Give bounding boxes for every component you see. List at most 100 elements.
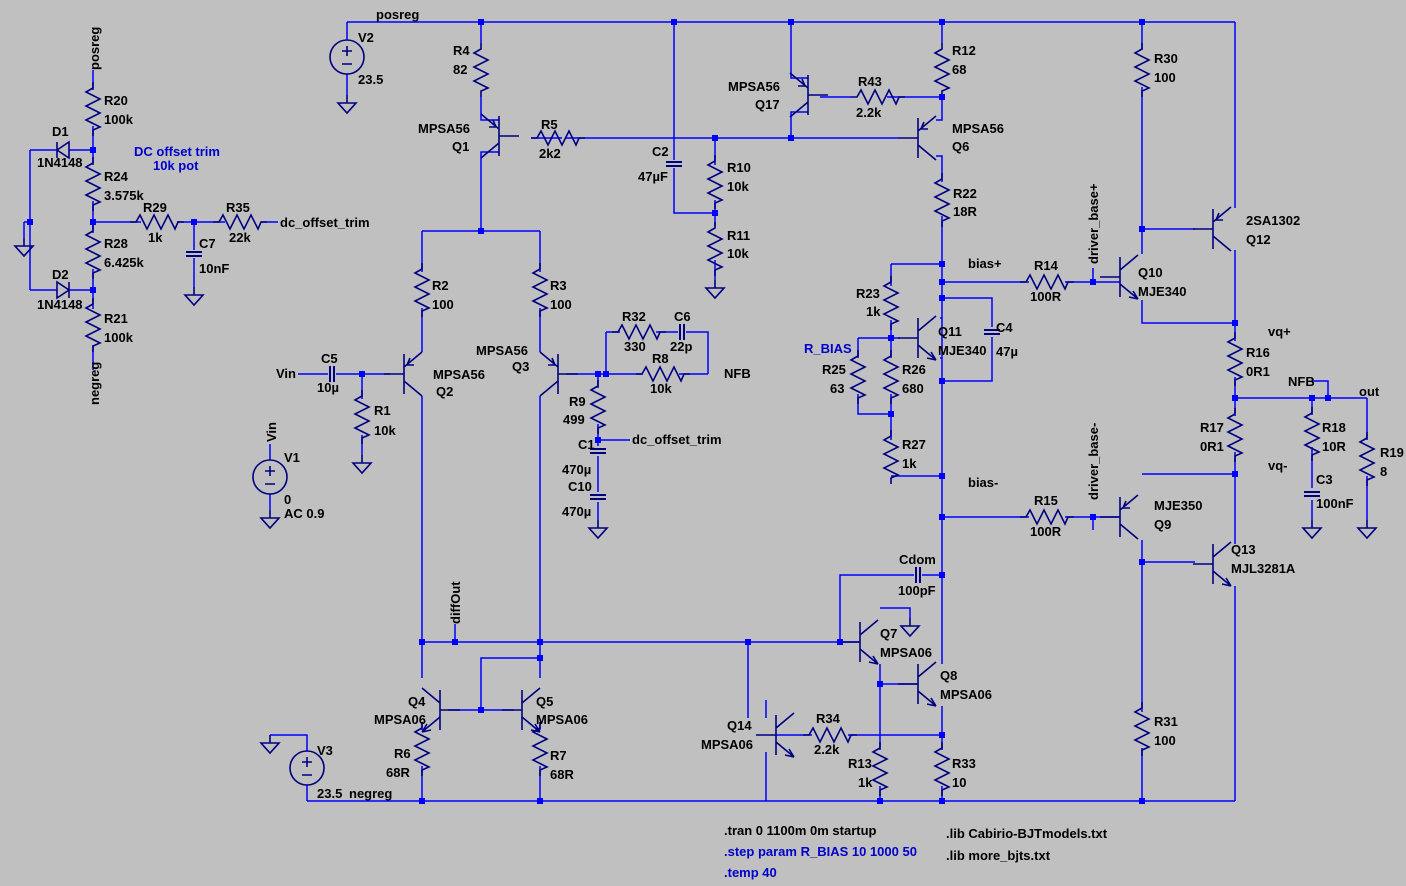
component-name: Q9	[1154, 517, 1171, 532]
component-name: V2	[358, 30, 374, 45]
component-name: R29	[143, 200, 167, 215]
component-value: 100R	[1030, 524, 1062, 539]
component-value: 23.5	[317, 786, 342, 801]
component-value: 470µ	[562, 504, 591, 519]
c6-symbol	[679, 323, 685, 341]
component-value: 10R	[1322, 439, 1346, 454]
v1-source-symbol	[252, 459, 288, 495]
component-value: 68R	[386, 765, 410, 780]
component-value: 10	[952, 775, 966, 790]
component-value: 22p	[670, 339, 692, 354]
component-value: 10k	[374, 423, 396, 438]
net-label: bias-	[968, 475, 998, 490]
ground-symbol	[260, 734, 280, 754]
component-name: Q13	[1231, 542, 1256, 557]
component-name: R2	[432, 278, 449, 293]
component-name: R19	[1380, 445, 1404, 460]
component-name: V3	[317, 743, 333, 758]
net-label: dc_offset_trim	[280, 215, 370, 230]
component-name: R16	[1246, 345, 1270, 360]
component-value: 100	[1154, 70, 1176, 85]
component-name: Q11	[938, 324, 962, 339]
net-label: Vin	[264, 422, 279, 442]
cdom-symbol	[915, 566, 921, 584]
sim-directive: .tran 0 1100m 0m startup	[724, 823, 877, 838]
component-model: MPSA56	[476, 343, 528, 358]
component-value: 82	[453, 62, 467, 77]
component-name: Q1	[452, 139, 469, 154]
component-name: R31	[1154, 714, 1178, 729]
component-name: Q4	[408, 694, 426, 709]
component-name: R12	[952, 43, 976, 58]
component-value: 1k	[148, 230, 163, 245]
component-name: R26	[902, 362, 926, 377]
component-model: 2SA1302	[1246, 213, 1300, 228]
component-value: 10µ	[317, 380, 339, 395]
net-label: posreg	[376, 7, 419, 22]
d2-symbol	[56, 280, 71, 300]
component-name: R34	[816, 711, 841, 726]
component-name: R21	[104, 311, 128, 326]
q17-symbol	[789, 72, 829, 118]
net-label: negreg	[87, 362, 102, 405]
sim-directive: .step param R_BIAS 10 1000 50	[724, 844, 917, 859]
net-label: posreg	[87, 27, 102, 70]
component-name: R27	[902, 437, 926, 452]
ground-symbol	[337, 94, 357, 114]
component-value: 68R	[550, 767, 574, 782]
component-name: R18	[1322, 420, 1346, 435]
component-value: 8	[1380, 464, 1387, 479]
component-name: D2	[52, 267, 69, 282]
component-value: 47µ	[996, 344, 1018, 359]
c2-symbol	[665, 161, 683, 167]
component-name: C1	[578, 437, 595, 452]
component-name: R28	[104, 236, 128, 251]
component-name: R24	[104, 169, 129, 184]
component-name: C2	[652, 144, 669, 159]
component-value: 2k2	[539, 146, 561, 161]
component-value: 22k	[229, 230, 251, 245]
component-value: 10k	[727, 246, 749, 261]
r4-symbol	[473, 42, 489, 98]
component-name: Q17	[755, 97, 780, 112]
component-name: R7	[550, 748, 567, 763]
q9-symbol	[1099, 494, 1139, 540]
ground-symbol	[184, 286, 204, 306]
net-label: vq-	[1268, 458, 1288, 473]
component-name: R8	[652, 351, 669, 366]
q6-symbol	[897, 115, 937, 161]
component-name: Q10	[1138, 265, 1163, 280]
component-name: R15	[1034, 493, 1058, 508]
ground-symbol	[900, 617, 920, 637]
note-text: 10k pot	[153, 158, 199, 173]
component-value: 100	[1154, 733, 1176, 748]
component-name: R5	[541, 117, 558, 132]
component-name: R11	[727, 228, 750, 243]
component-value: 3.575k	[104, 188, 145, 203]
component-model: MJE340	[1138, 284, 1186, 299]
component-value: 68	[952, 62, 966, 77]
component-name: R1	[374, 403, 391, 418]
component-name: R22	[953, 186, 977, 201]
ground-symbol	[705, 279, 725, 299]
component-name: V1	[284, 450, 300, 465]
q8-symbol	[897, 661, 937, 707]
q13-symbol	[1192, 541, 1232, 587]
component-value: 2.2k	[856, 105, 882, 120]
component-name: Q5	[536, 694, 553, 709]
component-name: C7	[199, 236, 216, 251]
net-label: vq+	[1268, 324, 1291, 339]
component-value: 0R1	[1200, 439, 1224, 454]
ground-symbol	[588, 519, 608, 539]
component-name: Q7	[880, 626, 897, 641]
net-label: out	[1359, 384, 1380, 399]
net-label: NFB	[724, 366, 751, 381]
component-ac: AC 0.9	[284, 506, 324, 521]
component-model: MPSA56	[418, 121, 470, 136]
component-value: 330	[624, 339, 646, 354]
component-name: R4	[453, 43, 470, 58]
q7-symbol	[839, 619, 879, 665]
net-label: negreg	[349, 786, 392, 801]
ground-symbol	[1302, 519, 1322, 539]
